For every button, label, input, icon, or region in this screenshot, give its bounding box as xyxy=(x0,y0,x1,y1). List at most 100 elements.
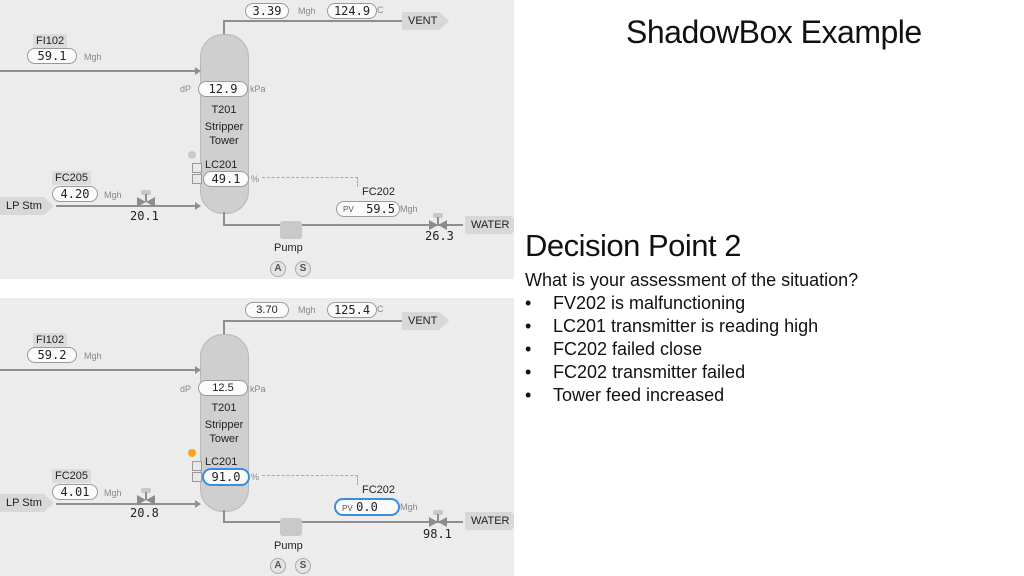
fc205-tag: FC205 xyxy=(52,469,92,483)
unit-label: C xyxy=(377,304,384,314)
signal-line xyxy=(357,177,358,187)
fi102-tag: FI102 xyxy=(33,34,68,48)
pipe xyxy=(56,205,196,207)
bullet: • xyxy=(525,385,532,405)
valve-icon[interactable] xyxy=(427,212,449,232)
valve-icon[interactable] xyxy=(135,189,157,209)
unit-label: % xyxy=(251,174,260,184)
water-valve-value: 26.3 xyxy=(425,229,454,243)
option-text: FV202 is malfunctioning xyxy=(553,293,746,313)
dp-value[interactable]: 12.9 xyxy=(198,81,248,97)
lc201-value[interactable]: 91.0 xyxy=(202,468,250,486)
bullet: • xyxy=(525,339,532,359)
status-icon xyxy=(188,151,196,159)
bullet: • xyxy=(525,362,532,382)
fc205-value[interactable]: 4.20 xyxy=(52,186,98,202)
answer-option[interactable]: • FC202 failed close xyxy=(525,338,818,361)
pipe xyxy=(223,212,225,225)
valve-icon[interactable] xyxy=(427,509,449,529)
bullet: • xyxy=(525,316,532,336)
pipe xyxy=(223,521,463,523)
fi102-value[interactable]: 59.2 xyxy=(27,347,77,363)
arrow-icon xyxy=(195,500,201,508)
fi102-value[interactable]: 59.1 xyxy=(27,48,77,64)
fc202-tag: FC202 xyxy=(362,186,396,198)
steam-valve-value: 20.1 xyxy=(130,209,159,223)
auto-mode-icon[interactable]: A xyxy=(270,261,286,277)
unit-label: Mgh xyxy=(84,52,102,62)
vent-flow-value[interactable]: 3.39 xyxy=(245,3,289,19)
vent-tag: VENT xyxy=(402,12,449,30)
unit-label: C xyxy=(377,5,384,15)
fc205-value[interactable]: 4.01 xyxy=(52,484,98,500)
status-icon[interactable]: S xyxy=(295,261,311,277)
option-text: Tower feed increased xyxy=(553,385,725,405)
water-valve-value: 98.1 xyxy=(423,527,452,541)
water-tag: WATER xyxy=(465,512,514,530)
pipe xyxy=(223,20,225,36)
unit-label: kPa xyxy=(250,384,266,394)
answer-option[interactable]: • FC202 transmitter failed xyxy=(525,361,818,384)
decision-heading: Decision Point 2 xyxy=(525,228,742,263)
vent-temp-value[interactable]: 125.4 xyxy=(327,302,377,318)
auto-mode-icon[interactable]: A xyxy=(270,558,286,574)
pipe xyxy=(223,20,403,22)
signal-line xyxy=(262,177,358,178)
status-icon[interactable]: S xyxy=(295,558,311,574)
option-text: FC202 transmitter failed xyxy=(553,362,746,382)
unit-label: Mgh xyxy=(400,502,418,512)
option-text: FC202 failed close xyxy=(553,339,703,359)
arrow-icon xyxy=(195,366,201,374)
pv-label: PV xyxy=(342,504,353,513)
pipe xyxy=(223,320,403,322)
unit-label: Mgh xyxy=(84,351,102,361)
arrow-icon xyxy=(195,67,201,75)
signal-line xyxy=(262,475,358,476)
pump-icon[interactable] xyxy=(280,221,302,239)
answer-option[interactable]: • Tower feed increased xyxy=(525,384,818,407)
answer-option[interactable]: •FV202 is malfunctioning xyxy=(525,292,818,315)
lp-steam-tag: LP Stm xyxy=(0,494,54,512)
dp-label: dP xyxy=(180,84,192,94)
arrow-icon xyxy=(195,202,201,210)
vent-temp-value[interactable]: 124.9 xyxy=(327,3,377,19)
lc201-value[interactable]: 49.1 xyxy=(203,171,249,187)
dp-value[interactable]: 12.5 xyxy=(198,380,248,396)
pipe xyxy=(223,224,463,226)
fc205-tag: FC205 xyxy=(52,171,92,185)
pump-icon[interactable] xyxy=(280,518,302,536)
tower-label-2: Stripper xyxy=(204,121,244,133)
decision-question: What is your assessment of the situation… xyxy=(525,270,859,290)
water-tag: WATER xyxy=(465,216,514,234)
unit-label: Mgh xyxy=(298,305,316,315)
vent-flow-value[interactable]: 3.70 xyxy=(245,302,289,318)
unit-label: Mgh xyxy=(104,488,122,498)
level-indicator xyxy=(192,472,202,482)
answer-option[interactable]: •LC201 transmitter is reading high xyxy=(525,315,818,338)
schematic-after: VENT 3.70 Mgh 125.4 C T201 Stripper Towe… xyxy=(0,298,514,576)
fc202-pv-number: 59.5 xyxy=(366,202,395,216)
signal-line xyxy=(357,475,358,485)
steam-valve-value: 20.8 xyxy=(130,506,159,520)
fi102-tag: FI102 xyxy=(33,333,68,347)
pipe xyxy=(0,70,196,72)
tower-label-3: Tower xyxy=(209,433,239,445)
pipe xyxy=(223,510,225,522)
unit-label: Mgh xyxy=(104,190,122,200)
slide-title: ShadowBox Example xyxy=(626,14,922,50)
tower-label-2: Stripper xyxy=(204,419,244,431)
tower-label-3: Tower xyxy=(209,135,239,147)
fc202-tag: FC202 xyxy=(362,484,396,496)
level-indicator xyxy=(192,174,202,184)
lp-steam-tag: LP Stm xyxy=(0,197,54,215)
fc202-pv-number: 0.0 xyxy=(356,500,378,514)
tower-label-1: T201 xyxy=(211,104,237,116)
answer-options: •FV202 is malfunctioning •LC201 transmit… xyxy=(525,292,818,407)
lc201-tag: LC201 xyxy=(205,159,238,171)
level-indicator xyxy=(192,163,202,173)
pipe xyxy=(223,320,225,336)
valve-icon[interactable] xyxy=(135,487,157,507)
pipe xyxy=(0,369,196,371)
